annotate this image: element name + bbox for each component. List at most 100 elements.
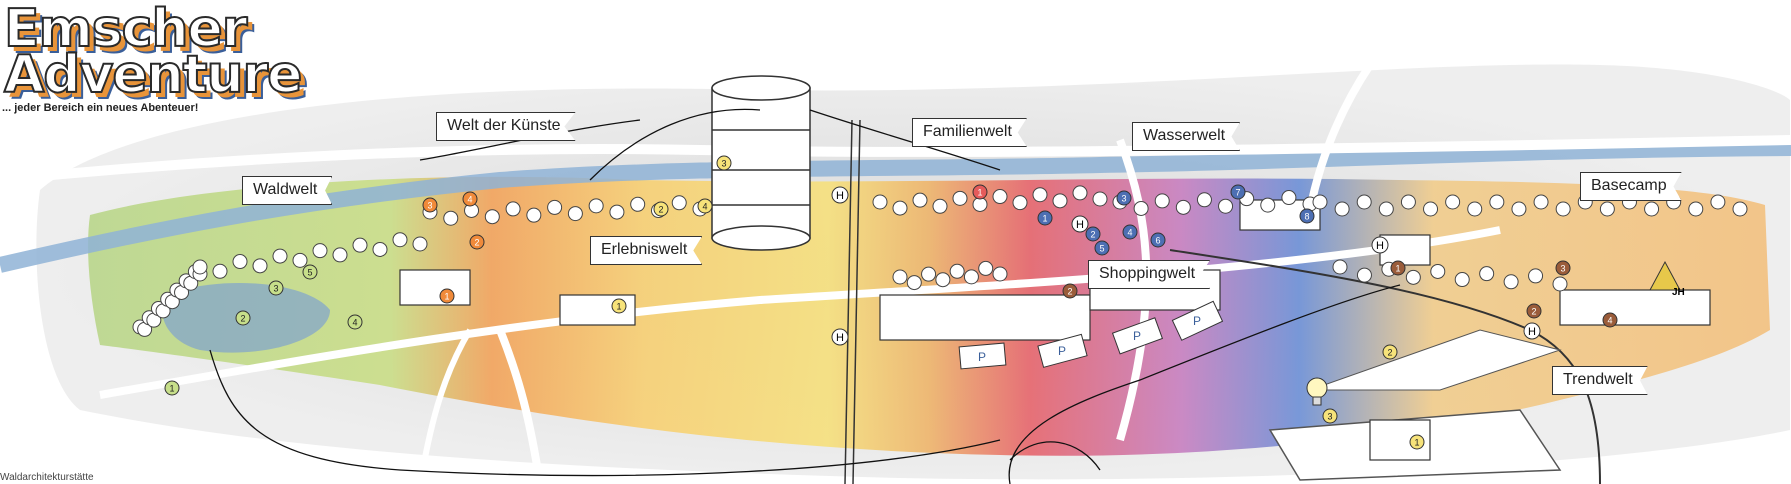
zone-flag-trend[interactable]: Trendwelt — [1552, 366, 1648, 395]
tree — [1260, 197, 1276, 213]
tree — [1423, 201, 1439, 217]
tree — [1281, 190, 1297, 206]
marker-badge[interactable]: 2 — [1382, 344, 1398, 360]
zone-flag-familie[interactable]: Familienwelt — [912, 118, 1027, 147]
tree — [232, 254, 248, 270]
tree — [332, 247, 348, 263]
marker-badge[interactable]: 2 — [1062, 283, 1078, 299]
marker-badge[interactable]: 1 — [611, 298, 627, 314]
marker-badge[interactable]: 1 — [1037, 210, 1053, 226]
marker-badge-number: 1 — [169, 384, 174, 394]
marker-badge[interactable]: 2 — [1085, 226, 1101, 242]
river — [0, 140, 1791, 273]
tree — [1445, 194, 1461, 210]
road-lower-left — [417, 328, 473, 484]
title-line-2: Adventure — [3, 45, 303, 105]
tree — [978, 260, 994, 276]
tree — [547, 199, 563, 215]
svg-text:H: H — [1076, 219, 1084, 231]
marker-badge[interactable]: 3 — [1555, 260, 1571, 276]
tree — [1092, 191, 1108, 207]
tree — [1552, 276, 1568, 292]
tree — [252, 258, 268, 274]
marker-badge-number: 4 — [352, 318, 357, 328]
marker-badge[interactable]: 1 — [1390, 260, 1406, 276]
marker-badge[interactable]: 4 — [1122, 224, 1138, 240]
marker-badge[interactable]: 1 — [164, 380, 180, 396]
tree — [443, 210, 459, 226]
marker-badge[interactable]: 4 — [697, 198, 713, 214]
tree — [392, 232, 408, 248]
tree — [1356, 194, 1372, 210]
marker-badge[interactable]: 3 — [268, 280, 284, 296]
tree — [932, 198, 948, 214]
tree — [1154, 193, 1170, 209]
halt-marker[interactable]: H — [1371, 236, 1389, 254]
tree — [292, 252, 308, 268]
marker-badge[interactable]: 7 — [1230, 184, 1246, 200]
zone-flag-wasser[interactable]: Wasserwelt — [1132, 122, 1241, 151]
trees — [132, 185, 1748, 337]
halt-marker[interactable]: H — [1523, 322, 1541, 340]
tree — [192, 259, 208, 275]
marker-badge[interactable]: 4 — [347, 314, 363, 330]
halt-marker[interactable]: H — [831, 328, 849, 346]
marker-badge-number: 2 — [658, 205, 663, 215]
marker-badge[interactable]: 5 — [302, 264, 318, 280]
marker-badge[interactable]: 2 — [235, 310, 251, 326]
zone-flag-basecamp[interactable]: Basecamp — [1580, 172, 1682, 201]
tree — [1528, 268, 1544, 284]
tree — [1599, 201, 1615, 217]
marker-badge-number: 3 — [1121, 194, 1126, 204]
lightbulb-icon — [1306, 377, 1328, 406]
parking-sign: P — [978, 350, 986, 364]
road-south — [99, 226, 1501, 399]
youth-hostel-label: JH — [1672, 287, 1685, 298]
marker-badge[interactable]: 6 — [1150, 232, 1166, 248]
tree — [992, 189, 1008, 205]
marker-badge[interactable]: 3 — [1322, 408, 1338, 424]
marker-badge-number: 3 — [273, 284, 278, 294]
tree — [1332, 259, 1348, 275]
tree — [1312, 194, 1328, 210]
marker-badge-number: 5 — [1099, 244, 1104, 254]
marker-badge-number: 4 — [702, 202, 707, 212]
marker-badge[interactable]: 8 — [1299, 208, 1315, 224]
parking-sign: P — [1058, 344, 1066, 358]
marker-badge[interactable]: 3 — [716, 155, 732, 171]
zone-flag-erlebnis[interactable]: Erlebniswelt — [590, 236, 703, 265]
tree — [892, 200, 908, 216]
parking-sign: P — [1133, 329, 1141, 343]
halt-marker[interactable]: H — [831, 186, 849, 204]
marker-badge[interactable]: 4 — [1602, 312, 1618, 328]
marker-badge[interactable]: 2 — [1526, 303, 1542, 319]
marker-badge[interactable]: 2 — [653, 201, 669, 217]
tree — [1511, 201, 1527, 217]
marker-badge[interactable]: 5 — [1094, 240, 1110, 256]
marker-badge[interactable]: 1 — [439, 288, 455, 304]
marker-badge[interactable]: 3 — [422, 197, 438, 213]
marker-badge[interactable]: 2 — [469, 234, 485, 250]
zone-flag-waldwelt[interactable]: Waldwelt — [242, 176, 333, 205]
tree — [1405, 269, 1421, 285]
tree — [671, 195, 687, 211]
tree — [1012, 195, 1028, 211]
halt-markers: H H H H H — [831, 186, 1541, 346]
marker-badge[interactable]: 3 — [1116, 190, 1132, 206]
tree — [1533, 194, 1549, 210]
tree — [1732, 201, 1748, 217]
zone-label: Trendwelt — [1552, 366, 1648, 395]
ski-slope — [1309, 329, 1562, 391]
marker-badge[interactable]: 1 — [1409, 434, 1425, 450]
marker-badge[interactable]: 4 — [462, 191, 478, 207]
zone-flag-shopping[interactable]: Shoppingwelt — [1088, 260, 1211, 289]
tree — [892, 269, 908, 285]
halt-marker[interactable]: H — [1071, 215, 1089, 233]
parking-lots — [958, 300, 1224, 370]
marker-badge[interactable]: 1 — [972, 184, 988, 200]
tree — [1334, 201, 1350, 217]
zone-flag-kuenste[interactable]: Welt der Künste — [436, 112, 576, 141]
zone-label: Welt der Künste — [436, 112, 576, 141]
tree — [1400, 194, 1416, 210]
